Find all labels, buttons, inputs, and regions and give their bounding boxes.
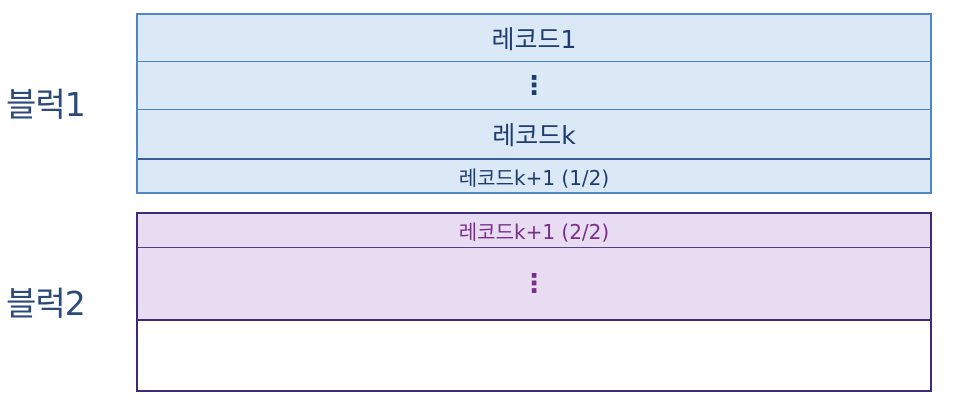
block1-record-1: 레코드1 bbox=[138, 15, 930, 61]
block1-record-k1-part1: 레코드k+1 (1/2) bbox=[138, 158, 930, 192]
block2-record-k1-part2: 레코드k+1 (2/2) bbox=[138, 214, 930, 247]
block2: 레코드k+1 (2/2) ⋮ bbox=[136, 212, 932, 392]
block1: 레코드1 ⋮ 레코드k 레코드k+1 (1/2) bbox=[136, 13, 932, 194]
block1-ellipsis: ⋮ bbox=[138, 61, 930, 109]
block2-label: 블럭2 bbox=[6, 284, 86, 323]
block2-empty-row bbox=[138, 319, 930, 390]
block1-record-k: 레코드k bbox=[138, 109, 930, 158]
block1-label: 블럭1 bbox=[6, 85, 86, 124]
block2-ellipsis: ⋮ bbox=[138, 247, 930, 319]
